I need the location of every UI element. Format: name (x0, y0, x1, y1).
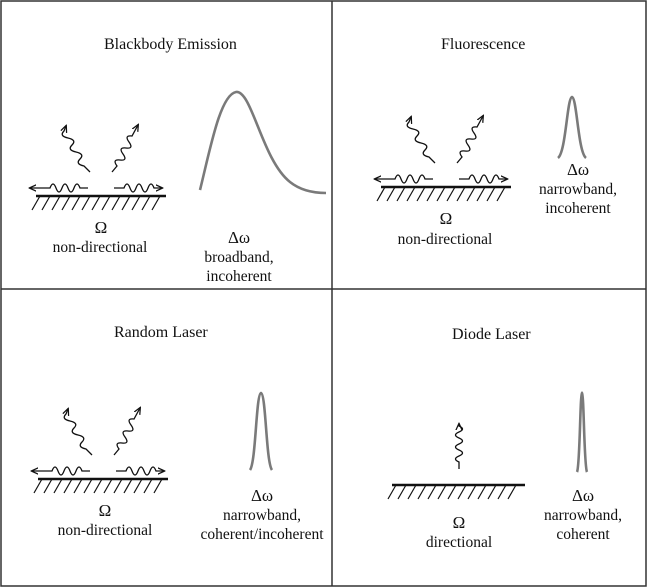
spectrum-curve-random-laser (248, 391, 274, 471)
omega-description: non-directional (57, 522, 153, 539)
spectrum-curve-blackbody (198, 90, 327, 195)
delta-omega-desc-line1: broadband, (204, 249, 274, 266)
emission-waves-blackbody (30, 125, 162, 193)
emission-waves-fluorescence (375, 116, 507, 184)
surface-diode-laser (387, 483, 525, 500)
surface-blackbody (31, 194, 166, 211)
delta-omega-desc-line2: coherent (556, 526, 610, 543)
panel-title: Fluorescence (441, 36, 526, 53)
omega-description: non-directional (397, 231, 493, 248)
panel-title: Blackbody Emission (104, 36, 237, 53)
omega-symbol: Ω (98, 501, 112, 520)
surface-fluorescence (376, 185, 511, 202)
omega-description: directional (425, 534, 493, 551)
omega-symbol: Ω (452, 513, 466, 532)
delta-omega-desc-line2: coherent/incoherent (200, 526, 324, 543)
delta-omega-desc-line2: incoherent (206, 268, 272, 285)
panel-title: Random Laser (114, 324, 208, 341)
delta-omega-desc-line1: narrowband, (223, 507, 301, 524)
surface-random-laser (33, 477, 168, 494)
delta-omega-symbol: Δω (227, 228, 251, 247)
emission-wave-diode-laser (454, 424, 464, 469)
omega-symbol: Ω (439, 209, 453, 228)
delta-omega-desc-line2: incoherent (545, 200, 611, 217)
delta-omega-desc-line1: narrowband, (544, 507, 622, 524)
delta-omega-symbol: Δω (571, 486, 595, 505)
delta-omega-symbol: Δω (566, 160, 590, 179)
emission-waves-random-laser (32, 408, 164, 476)
spectrum-curve-diode-laser (575, 391, 589, 473)
omega-description: non-directional (52, 239, 148, 256)
panel-title: Diode Laser (452, 326, 531, 343)
delta-omega-desc-line1: narrowband, (539, 181, 617, 198)
delta-omega-symbol: Δω (250, 486, 274, 505)
spectrum-curve-fluorescence (556, 95, 588, 160)
omega-symbol: Ω (94, 218, 108, 237)
